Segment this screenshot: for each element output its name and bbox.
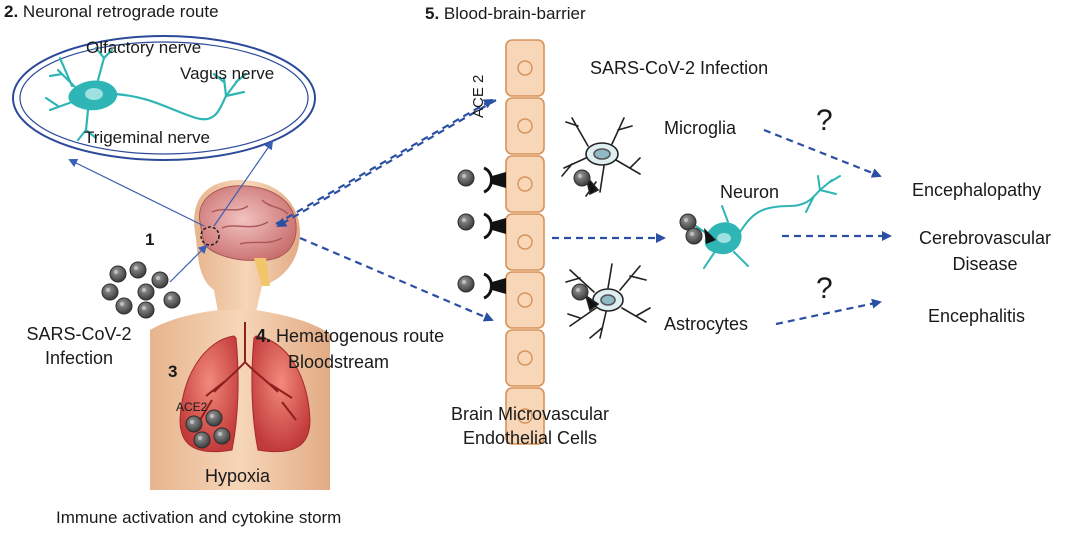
cerebrovascular-label-line1: Cerebrovascular [918,228,1052,248]
neuron-right-icon [695,175,841,269]
bmec-label-line1: Brain Microvascular [450,404,610,424]
virus-particle [457,169,475,187]
endothelial-cell [505,271,545,329]
neuron-icon [44,46,248,142]
sars-infection-right-label: SARS-CoV-2 Infection [590,58,769,78]
virus-particle [115,297,133,315]
virus-particle [193,431,211,449]
bmec-label-line2: Endothelial Cells [462,428,598,448]
route2-number: 2. [4,2,19,21]
ace2-bbb-label: ACE 2 [470,74,487,118]
hypoxia-label: Hypoxia [205,466,271,486]
ace2-receptor-icon [483,166,506,300]
nerve-ellipse [12,35,316,161]
vagus-nerve-label: Vagus nerve [180,64,275,83]
endothelial-cell [505,213,545,271]
encephalitis-label: Encephalitis [928,306,1026,326]
cerebrovascular-label-line2: Disease [952,254,1018,274]
route5-label: 5. Blood-brain-barrier [425,4,586,24]
route5-number: 5. [425,4,440,23]
route4-text: Hematogenous route [276,326,445,346]
virus-particle [163,291,181,309]
endothelial-cell [505,97,545,155]
sars-infection-left-line1: SARS-CoV-2 [26,324,132,344]
neuron-label: Neuron [720,182,780,202]
route3-number: 3 [168,362,178,381]
virus-particle [137,301,155,319]
astrocyte-icon [565,263,651,339]
immune-activation-label: Immune activation and cytokine storm [56,508,342,527]
virus-particle [205,409,223,427]
virus-particle [137,283,155,301]
ace2-receptor [483,212,506,240]
endothelial-cell [505,39,545,97]
virus-particle [213,427,231,445]
virus-particle [573,169,591,187]
ace2-receptor [483,272,506,300]
olfactory-nerve-label: Olfactory nerve [86,38,202,57]
bloodstream-label: Bloodstream [288,352,390,372]
question-mark-microglia: ? [816,104,833,137]
virus-particle [101,283,119,301]
route2-label: 2. Neuronal retrograde route [4,2,219,22]
route4-number: 4. [256,326,272,346]
encephalopathy-label: Encephalopathy [912,180,1042,200]
route1-number: 1 [145,230,155,249]
brain-icon [199,185,297,286]
endothelial-cell [505,387,545,445]
endothelial-cell [505,329,545,387]
sars-infection-left-line2: Infection [44,348,114,368]
trigeminal-nerve-label: Trigeminal nerve [84,128,210,147]
astrocytes-label: Astrocytes [664,314,749,334]
ace2-lung-label: ACE2 [176,400,208,414]
neuronal-route-arrows [68,140,274,283]
virus-particle [129,261,147,279]
endothelial-cell-column [505,39,545,445]
virus-particle [457,213,475,231]
entry-point-circle [200,226,220,246]
question-mark-astrocytes: ? [816,272,833,305]
hematogenous-arrows [275,99,892,326]
route5-text: Blood-brain-barrier [443,4,586,23]
route4-label: 4. Hematogenous route [256,326,444,347]
microglia-label: Microglia [664,118,737,138]
ace2-receptor [483,166,506,194]
virus-particle [571,283,589,301]
route2-text: Neuronal retrograde route [22,2,219,21]
microglia-icon [561,117,641,197]
virus-particle [185,415,203,433]
virus-particle [109,265,127,283]
virus-particle [151,271,169,289]
virus-particle [685,227,703,245]
endothelial-cell [505,155,545,213]
virus-particle [457,275,475,293]
virus-icon [101,169,703,449]
